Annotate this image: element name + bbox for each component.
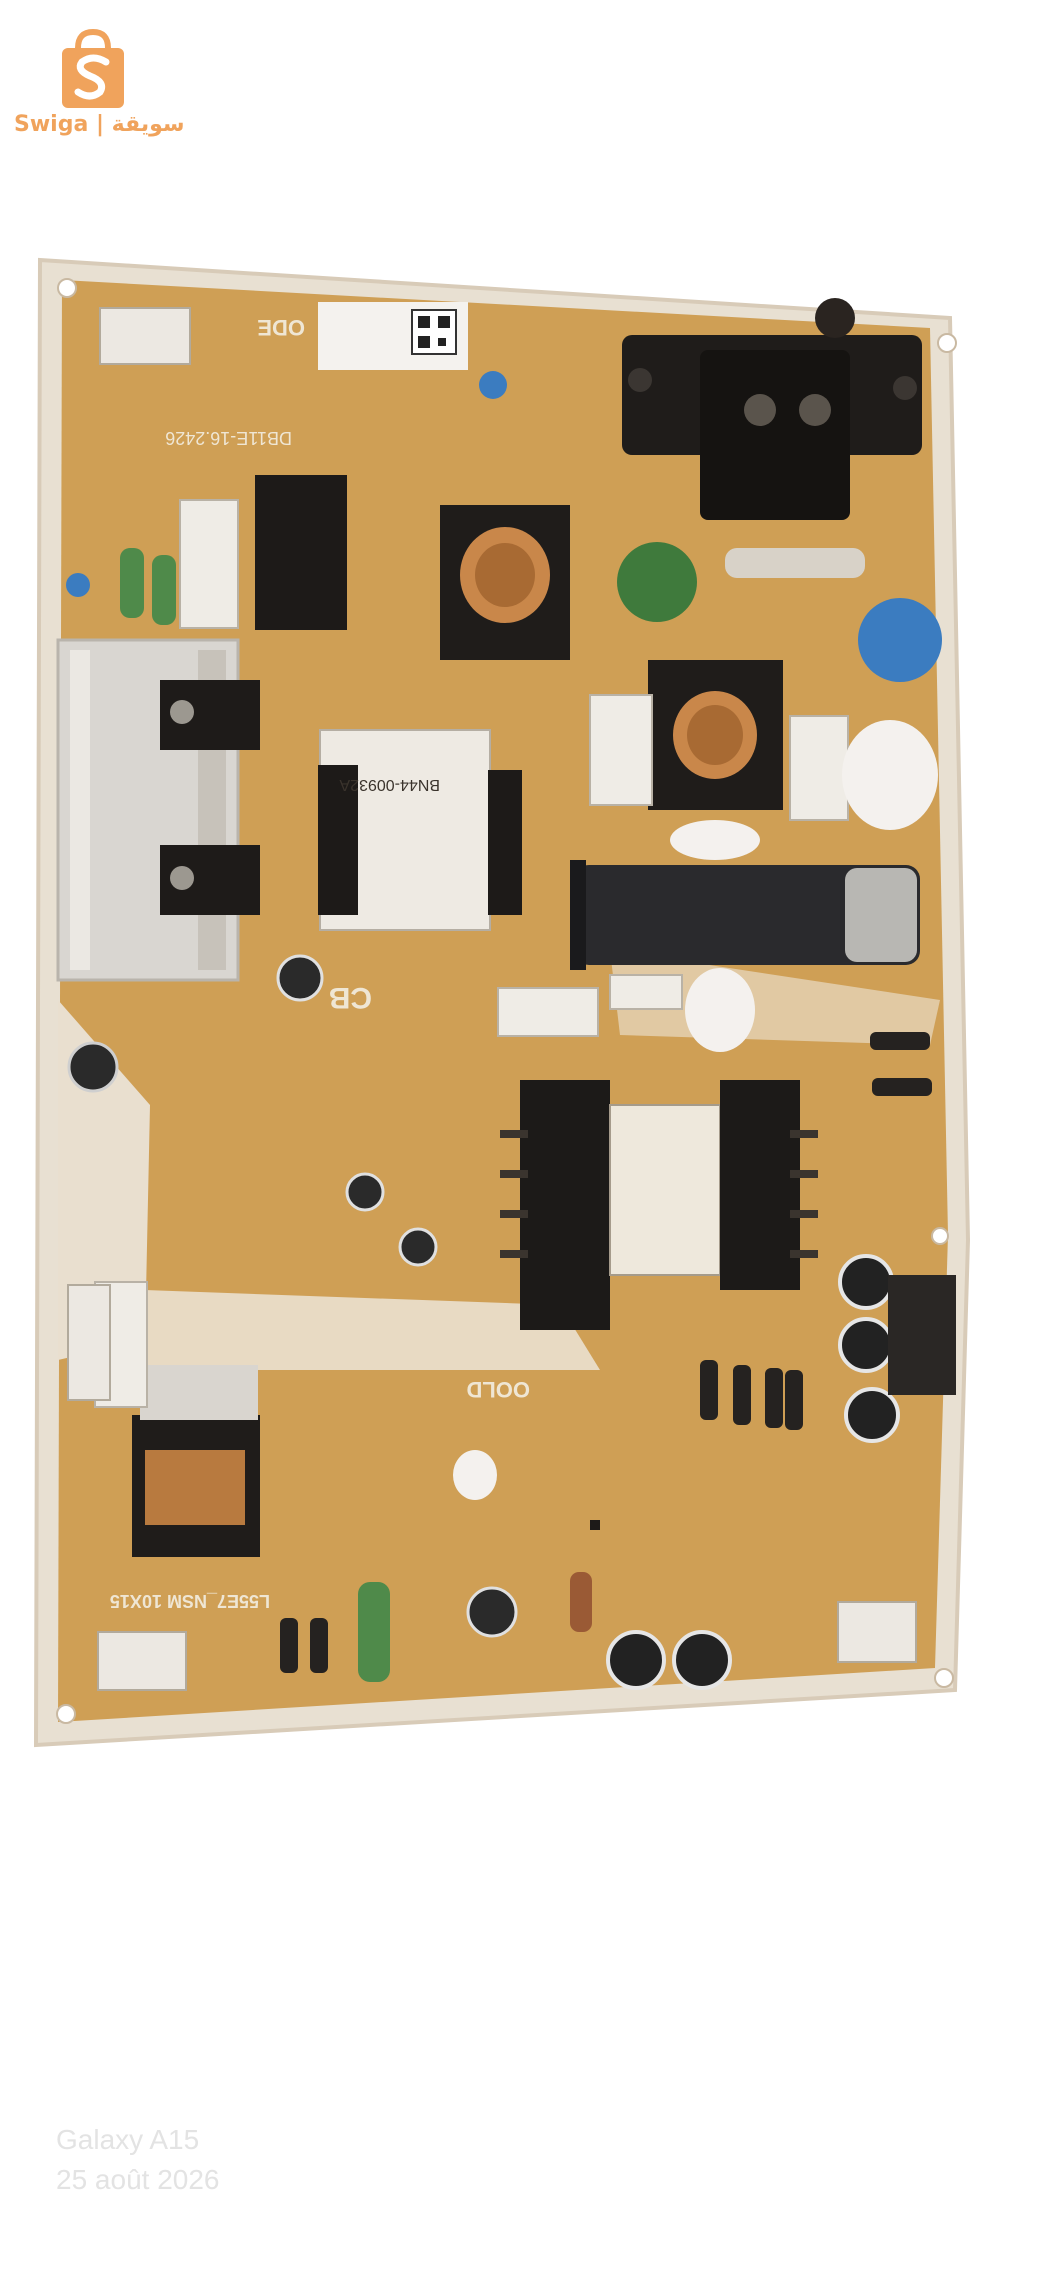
mosfet-block: [255, 475, 600, 1530]
corner-connectors: [67, 307, 917, 1691]
photo-stamp: Galaxy A15 25 août 2026: [56, 2120, 220, 2200]
resistors: [120, 548, 865, 1682]
shopping-bag-logo-icon: [62, 28, 124, 108]
oold-marking: OOLD: [466, 1377, 530, 1402]
watermark-text: Swiga | سويقة: [14, 112, 185, 137]
power-supply-board-photo: CB OOLD BN44-00932A DB11E-16.2426 ODE L5…: [33, 257, 971, 1748]
side-code-marking: L55E7_NSM 10X15: [110, 1591, 270, 1611]
transformer-part-code: BN44-00932A: [339, 776, 440, 793]
cb-marking: CB: [329, 981, 372, 1014]
output-choke-coil: [132, 1365, 260, 1557]
ode-marking: ODE: [257, 315, 305, 340]
main-transformer: [318, 729, 522, 931]
silkscreen-text: CB OOLD BN44-00932A DB11E-16.2426 ODE L5…: [110, 315, 530, 1611]
disc-components: [66, 371, 942, 682]
pfc-inductor-coil: [440, 505, 570, 660]
glue-blobs: [453, 720, 938, 1500]
ac-power-inlet: [622, 298, 922, 520]
aluminium-heatsink: [56, 638, 260, 982]
white-components: [94, 499, 849, 1408]
diodes: [280, 1032, 932, 1673]
output-connector-header: [888, 1275, 956, 1395]
bulk-capacitor: [570, 860, 920, 970]
swiga-watermark-logo: Swiga | سويقة: [14, 24, 214, 144]
photo-date: 25 août 2026: [56, 2164, 220, 2195]
device-name: Galaxy A15: [56, 2124, 200, 2155]
qr-label-sticker: [318, 302, 468, 370]
electrolytic-capacitors: [67, 954, 900, 1690]
mounting-holes: [56, 278, 957, 1724]
date-marking: DB11E-16.2426: [165, 428, 292, 448]
filter-coil: [648, 660, 783, 810]
secondary-transformer: [500, 1080, 818, 1330]
